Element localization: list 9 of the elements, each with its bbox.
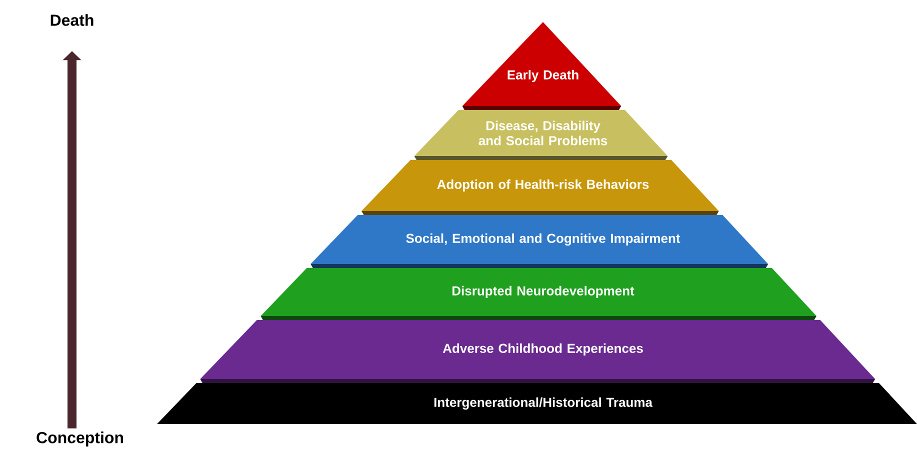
pyramid-band: Disrupted Neurodevelopment	[260, 268, 816, 320]
pyramid-band: Disease, Disability and Social Problems	[414, 110, 668, 160]
axis-label: Death	[50, 14, 94, 26]
pyramid-band: Social, Emotional and Cognitive Impairment	[310, 215, 768, 268]
pyramid-band: Intergenerational/Historical Trauma	[157, 383, 917, 424]
pyramid-band: Early Death	[462, 22, 622, 110]
pyramid-band: Adoption of Health-risk Behaviors	[362, 160, 719, 215]
pyramid-band: Adverse Childhood Experiences	[200, 320, 876, 383]
axis-label: Conception	[36, 432, 124, 446]
